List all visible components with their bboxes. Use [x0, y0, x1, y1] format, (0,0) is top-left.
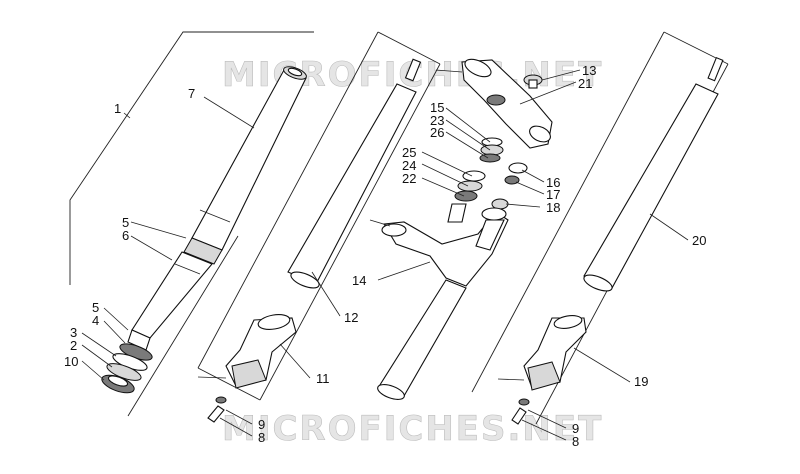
watermark-bottom: MICROFICHES.NET	[222, 409, 603, 449]
callout-26: 26	[430, 125, 444, 140]
fork-foot-19	[497, 315, 587, 425]
callout-7: 7	[188, 86, 195, 101]
callout-23: 23	[430, 113, 444, 128]
callout-21: 21	[578, 76, 592, 91]
callout-8-right: 8	[572, 434, 579, 449]
leader-lines	[81, 69, 689, 441]
callout-1: 1	[114, 101, 121, 116]
callout-6: 6	[122, 228, 129, 243]
callout-5-lower: 5	[92, 300, 99, 315]
callout-9-left: 9	[258, 417, 265, 432]
callout-20: 20	[692, 233, 706, 248]
fork-tube-12	[287, 58, 422, 289]
callout-22: 22	[402, 171, 416, 186]
callout-labels: 1 7 5 6 5 4 3 2 10 12 11 9 8 13 21 15 23…	[64, 63, 706, 449]
callout-13: 13	[582, 63, 596, 78]
callout-25: 25	[402, 145, 416, 160]
callout-12: 12	[344, 310, 358, 325]
callout-4: 4	[92, 313, 99, 328]
callout-14: 14	[352, 273, 366, 288]
callout-9-right: 9	[572, 421, 579, 436]
steering-assembly	[369, 58, 553, 400]
frame-left-fork-leg	[69, 31, 314, 417]
callout-16: 16	[546, 175, 560, 190]
callout-2: 2	[70, 338, 77, 353]
callout-10: 10	[64, 354, 78, 369]
callout-3: 3	[70, 325, 77, 340]
frame-left-tube-group	[197, 31, 441, 401]
callout-15: 15	[430, 100, 444, 115]
callout-24: 24	[402, 158, 416, 173]
callout-8-left: 8	[258, 430, 265, 445]
callout-11: 11	[316, 371, 330, 386]
fork-tube-20	[583, 56, 724, 292]
callout-5-upper: 5	[122, 215, 129, 230]
fork-foot-11	[197, 314, 297, 423]
callout-17: 17	[546, 187, 560, 202]
callout-19: 19	[634, 374, 648, 389]
fork-leg-assembly	[101, 66, 307, 394]
callout-18: 18	[546, 200, 560, 215]
